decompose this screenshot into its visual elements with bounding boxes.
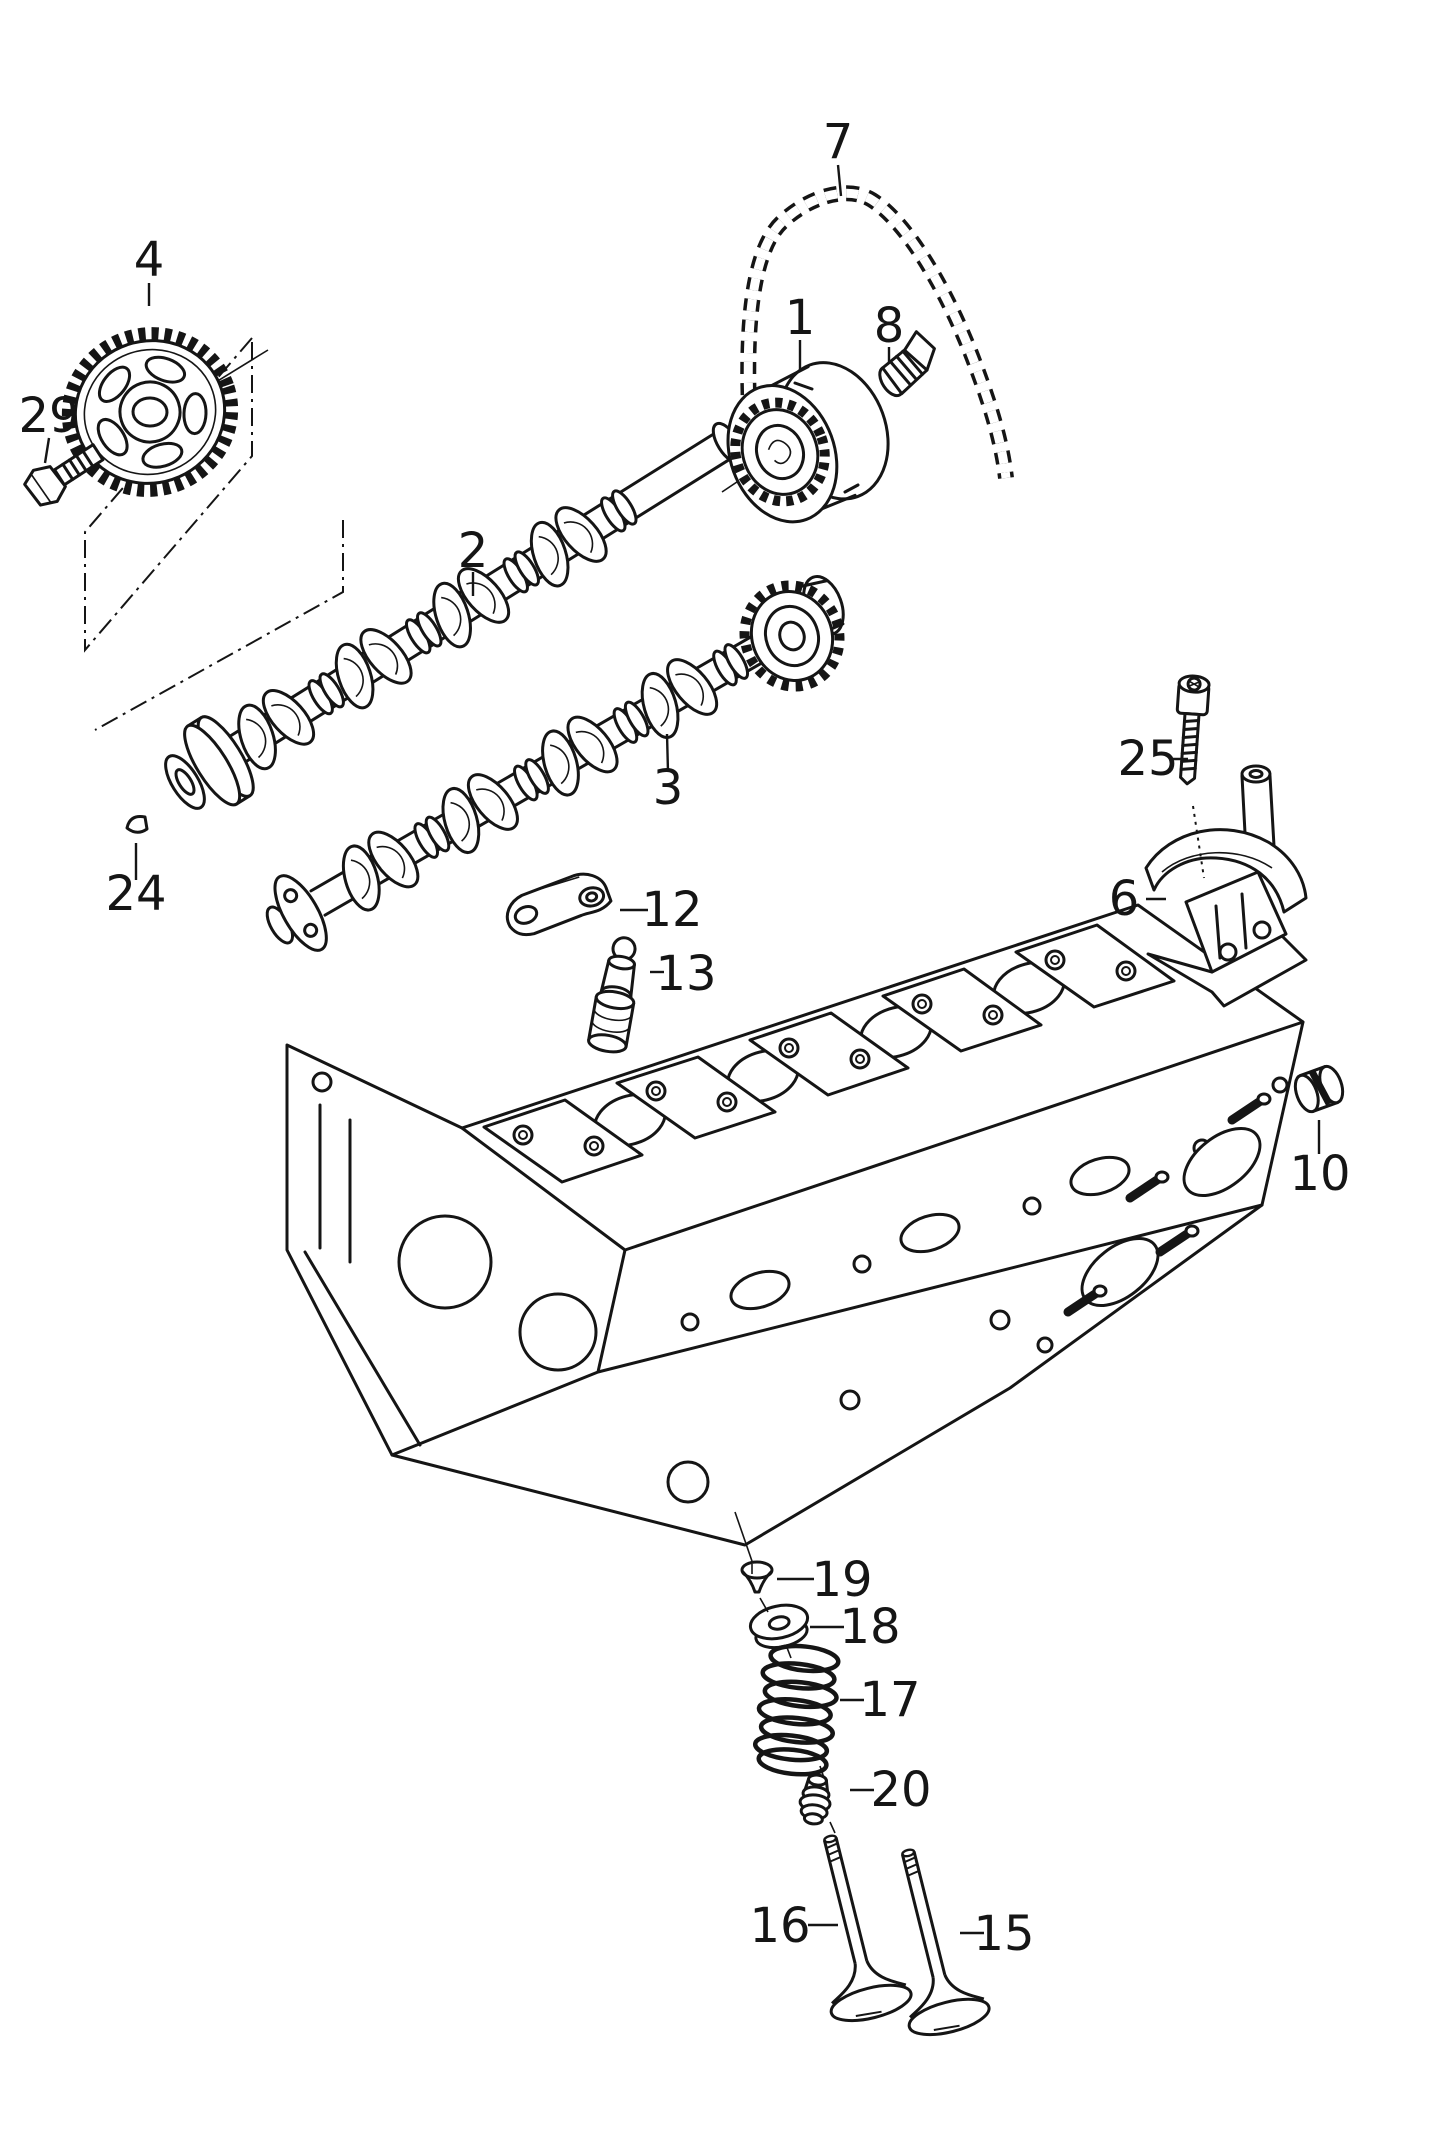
valve-keeper[interactable]: [740, 1560, 774, 1594]
woodruff-key[interactable]: [125, 815, 149, 834]
tensioner-bolt[interactable]: [1172, 674, 1211, 786]
callout-8[interactable]: 8: [874, 298, 905, 354]
gear-bolt[interactable]: [21, 435, 108, 511]
cylinder-head[interactable]: [285, 903, 1305, 1547]
callout-19[interactable]: 19: [811, 1552, 872, 1608]
callout-10[interactable]: 10: [1289, 1146, 1350, 1202]
rocker-arm[interactable]: [501, 869, 614, 938]
valve-spring[interactable]: [752, 1642, 842, 1777]
callout-12[interactable]: 12: [641, 882, 702, 938]
timing-chain[interactable]: [740, 185, 1014, 479]
camshaft-adjuster[interactable]: [708, 347, 908, 537]
camshaft-part-2[interactable]: [150, 399, 761, 828]
callout-2[interactable]: 2: [458, 523, 489, 579]
camshaft-sprocket[interactable]: [730, 568, 864, 700]
adjuster-bolt[interactable]: [869, 328, 946, 399]
callout-3[interactable]: 3: [653, 760, 684, 816]
chain-tensioner[interactable]: [1144, 764, 1308, 1008]
spring-retainer[interactable]: [747, 1600, 812, 1652]
leader-lines: [43, 164, 1321, 1935]
callout-labels: 1 2 3 4 6 7 8 10 12 13 15 16 17 18 19 20…: [18, 114, 1350, 1962]
callout-6[interactable]: 6: [1109, 871, 1140, 927]
dowel-bushing[interactable]: [1291, 1063, 1347, 1114]
valve-stem-seal[interactable]: [798, 1773, 833, 1826]
callout-20[interactable]: 20: [870, 1762, 931, 1818]
callout-4[interactable]: 4: [134, 232, 165, 288]
callout-24[interactable]: 24: [105, 866, 166, 922]
camshaft-part-3[interactable]: [251, 602, 798, 966]
callout-17[interactable]: 17: [859, 1672, 920, 1728]
callout-13[interactable]: 13: [655, 946, 716, 1002]
callout-18[interactable]: 18: [839, 1599, 900, 1655]
callout-16[interactable]: 16: [749, 1898, 810, 1954]
callout-7[interactable]: 7: [823, 114, 854, 170]
callout-1[interactable]: 1: [785, 290, 816, 346]
callout-29[interactable]: 29: [18, 388, 79, 444]
callout-15[interactable]: 15: [973, 1906, 1034, 1962]
hydraulic-lifter[interactable]: [587, 935, 644, 1055]
camshaft-gear[interactable]: [48, 312, 252, 511]
callout-25[interactable]: 25: [1117, 731, 1178, 787]
